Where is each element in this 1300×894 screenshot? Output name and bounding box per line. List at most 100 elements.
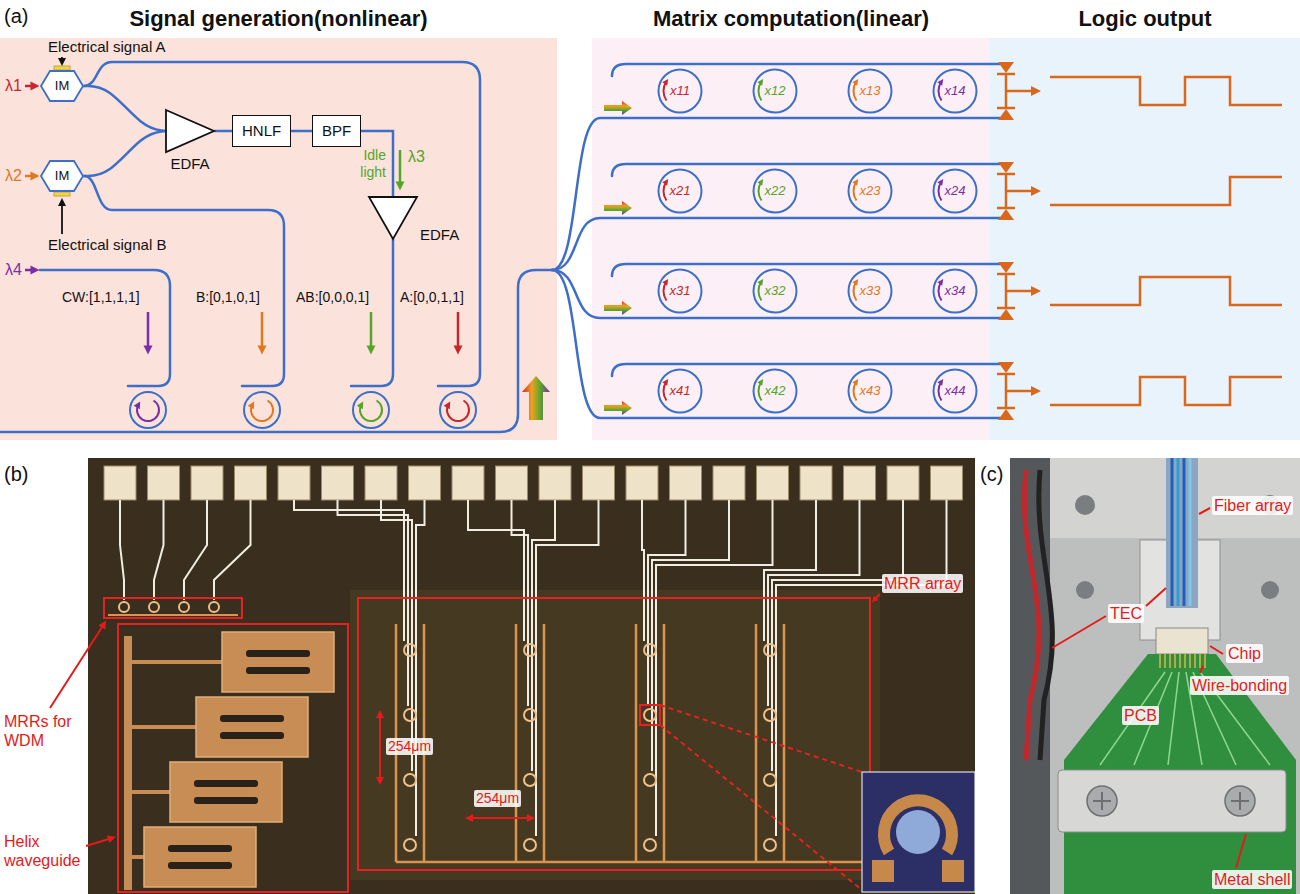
pcb-trace: [1168, 672, 1179, 765]
chip-ground: [88, 458, 975, 894]
amplifier-name: EDFA: [420, 226, 464, 243]
array-microring: [404, 644, 416, 656]
bond-pad: [931, 466, 963, 500]
array-microring: [764, 644, 776, 656]
arrow-head: [662, 79, 668, 86]
inset-pad: [942, 860, 964, 882]
dimension-line: [470, 817, 530, 819]
arrow-head: [376, 777, 384, 785]
package-ground: [1010, 458, 1300, 894]
metal-trace: [772, 500, 903, 771]
weight-microring: x13: [847, 68, 893, 114]
input-arrow: [604, 101, 632, 115]
amplifier-triangle: EDFA: [368, 196, 464, 243]
helix-heater: [196, 697, 308, 757]
chip-waveguide: [663, 624, 666, 862]
ring-outline: [440, 392, 476, 428]
chip-waveguides: [396, 624, 866, 862]
bond-pad: [322, 466, 354, 500]
ring-outline: [934, 170, 977, 213]
wdm-output-arrow: [522, 376, 550, 420]
copper-lead: [132, 790, 170, 794]
waveguide-connector: [291, 130, 312, 133]
weight-name: x33: [860, 284, 881, 299]
weight-microring: x41: [657, 368, 703, 414]
part-name: MRR array: [882, 574, 963, 593]
metal-trace: [154, 500, 164, 600]
weight-microring: x33: [847, 268, 893, 314]
photodetector: [998, 409, 1014, 420]
cable: [1039, 470, 1053, 760]
weight-name: x34: [945, 284, 966, 299]
optical-fiber: [1171, 458, 1174, 606]
bond-wire: [1169, 654, 1171, 668]
metal-trace: [184, 500, 207, 600]
bond-wire: [1174, 654, 1176, 668]
modulator-outline: [41, 71, 83, 101]
arrow-shaft: [50, 624, 104, 708]
ring-arrow: [360, 401, 382, 422]
zoom-line: [660, 705, 862, 772]
helix-heater: [170, 762, 282, 822]
leader-line: [1236, 834, 1246, 868]
cable: [1024, 470, 1039, 760]
logic-waveform: [1050, 277, 1282, 305]
array-microring: [764, 839, 776, 851]
weight-name: x41: [670, 384, 691, 399]
panel-heading: Logic output: [990, 0, 1300, 31]
chip-waveguide: [396, 861, 866, 864]
bond-wire: [1184, 654, 1186, 668]
arrow-head: [1031, 86, 1041, 96]
weight-name: x44: [945, 384, 966, 399]
bond-pad: [365, 466, 397, 500]
metal-trace: [642, 500, 644, 641]
ring-outline: [934, 270, 977, 313]
bond-pad: [887, 466, 919, 500]
array-microring: [764, 774, 776, 786]
arrow-head: [757, 179, 763, 186]
electrode-pad: [54, 66, 70, 70]
weight-name: x42: [765, 384, 786, 399]
arrow-shaft: [370, 312, 373, 350]
weight-microring: x34: [932, 268, 978, 314]
arrow-shaft: [86, 838, 112, 846]
arrow-head: [31, 172, 40, 181]
weight-name: x11: [670, 84, 690, 99]
panel-heading: Matrix computation(linear): [592, 0, 990, 31]
waveguide-connector: [84, 131, 165, 176]
photodetector: [998, 109, 1014, 120]
balanced-photodetector: [997, 62, 1041, 120]
modulator-outline: [41, 161, 83, 191]
bus-waveguide: [0, 270, 552, 432]
highlight-box: [104, 598, 242, 618]
wdm-microring: [149, 602, 159, 612]
arrow-head: [1031, 386, 1041, 396]
chip-waveguide: [755, 624, 758, 862]
arrow-head: [662, 279, 668, 286]
weight-microring: x14: [932, 68, 978, 114]
heater-slit: [194, 797, 258, 804]
weight-name: x43: [860, 384, 881, 399]
photodetector: [998, 209, 1014, 220]
bond-pad: [235, 466, 267, 500]
dimension-line: [379, 715, 381, 780]
fan-out-waveguide: [552, 118, 1000, 270]
weight-microring: x21: [657, 168, 703, 214]
ring-outline: [659, 70, 702, 113]
metal-trace: [536, 500, 599, 836]
bond-pad: [713, 466, 745, 500]
zoom-line: [660, 725, 862, 890]
arrow-shaft: [399, 150, 402, 186]
highlight-box: [640, 705, 660, 725]
amplifier-triangle: EDFA: [165, 109, 215, 172]
panel-fill: [0, 38, 557, 440]
array-microring: [644, 839, 656, 851]
ring-outline: [353, 392, 389, 428]
microring: [353, 392, 389, 428]
ring-outline: [754, 270, 797, 313]
arrow-head: [852, 379, 858, 386]
chip-ground-tone: [350, 590, 880, 880]
signal-arrows: [25, 57, 463, 355]
screw-slot: [1101, 792, 1103, 810]
